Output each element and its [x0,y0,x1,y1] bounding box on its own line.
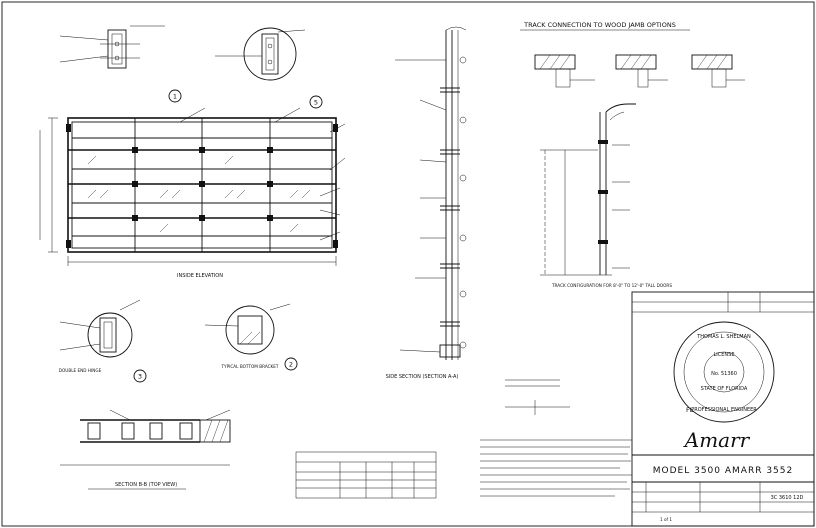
center-hinge-circle-detail [215,27,306,81]
engineer-seal: THOMAS L. SHELMAN LICENSE No. 51360 STAT… [673,321,775,423]
svg-text:THOMAS L. SHELMAN: THOMAS L. SHELMAN [696,334,751,340]
section-bb-view [60,409,231,466]
steel-jamb-detail [505,379,570,415]
track-connection-title: TRACK CONNECTION TO WOOD JAMB OPTIONS [523,21,676,29]
track-configuration-view [540,103,636,276]
jamb-option-2 [615,54,668,88]
callout-1: 1 [168,89,182,103]
sheet-number: 1 of 1 [660,517,672,522]
svg-text:2: 2 [289,361,293,369]
svg-text:1: 1 [173,93,177,101]
callout-3: 3 [133,369,147,383]
svg-text:STATE OF FLORIDA: STATE OF FLORIDA [701,386,748,392]
section-bb-title: SECTION B-B (TOP VIEW) [115,482,177,488]
svg-text:PROFESSIONAL ENGINEER: PROFESSIONAL ENGINEER [691,407,757,413]
callout-5: 5 [309,95,323,109]
jamb-option-3 [691,54,745,88]
side-section-title: SIDE SECTION (SECTION A-A) [386,374,459,380]
inside-elevation-title: INSIDE ELEVATION [177,273,223,279]
model-title: MODEL 3500 AMARR 3552 [653,466,793,476]
svg-text:LICENSE: LICENSE [714,352,735,358]
title-block [631,291,815,527]
amarr-logo: Amarr [683,428,751,452]
svg-text:3: 3 [138,373,142,381]
track-config-note: TRACK CONFIGURATION FOR 8'-0" TO 12'-0" … [551,283,672,288]
double-end-hinge-label: DOUBLE END HINGE [59,368,102,373]
callout-2: 2 [284,357,298,371]
bottom-bracket-detail [204,303,291,355]
hinge-detail-top-left [59,25,165,69]
side-section-view [395,26,467,360]
bottom-bracket-label: TYPICAL BOTTOM BRACKET [221,364,279,369]
inside-elevation-view [39,107,346,266]
drawing-number: 3C 3610 12D [771,495,804,501]
general-notes [480,439,632,497]
svg-text:No. 51360: No. 51360 [711,371,737,377]
schedule-table [295,451,437,499]
state-label: FL [686,406,694,414]
double-end-hinge-detail [59,299,141,358]
jamb-option-1 [534,54,595,88]
svg-text:5: 5 [314,99,318,107]
